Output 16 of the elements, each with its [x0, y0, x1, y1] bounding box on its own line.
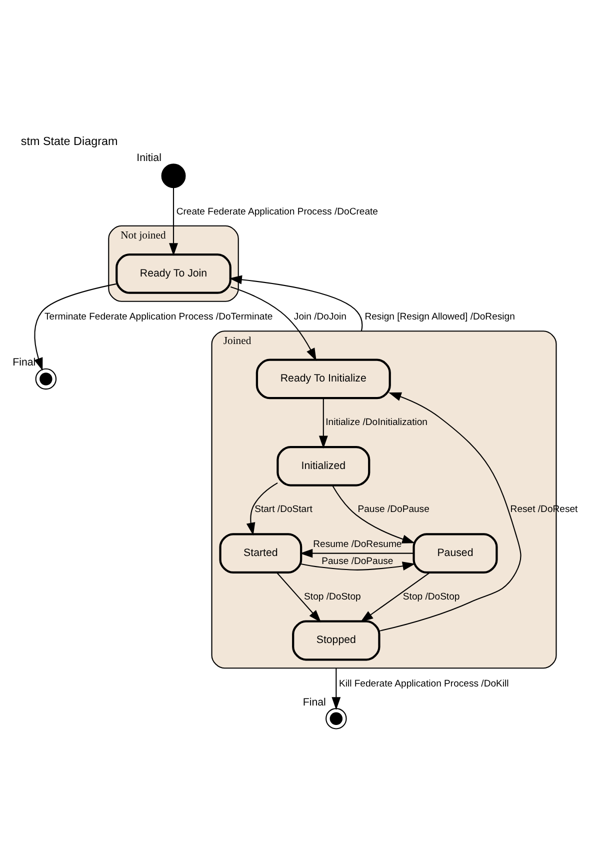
edge-label: Stop /DoStop: [304, 590, 361, 602]
node-label: Final: [302, 696, 326, 708]
edge-label: Kill Federate Application Process /DoKill: [338, 678, 509, 689]
diagram-title: stm State Diagram: [20, 134, 118, 148]
node-label: Initial: [136, 152, 162, 164]
node-label: Final: [12, 356, 36, 368]
edge-label: Initialize /DoInitialization: [326, 416, 428, 428]
edge-label: Stop /DoStop: [402, 590, 460, 602]
edge-label: Pause /DoPause: [322, 556, 394, 567]
edge-label: Resign [Resign Allowed] /DoResign: [364, 311, 515, 322]
edge-label: Resume /DoResume: [313, 538, 402, 550]
edge-label: Create Federate Application Process /DoCreate: [176, 206, 378, 217]
edge-label: Terminate Federate Application Process /DoTerminate: [44, 311, 273, 322]
edge-label: Pause /DoPause: [358, 504, 430, 515]
edge-label: Join /DoJoin: [294, 311, 346, 322]
edge-label: Start /DoStart: [254, 504, 312, 515]
